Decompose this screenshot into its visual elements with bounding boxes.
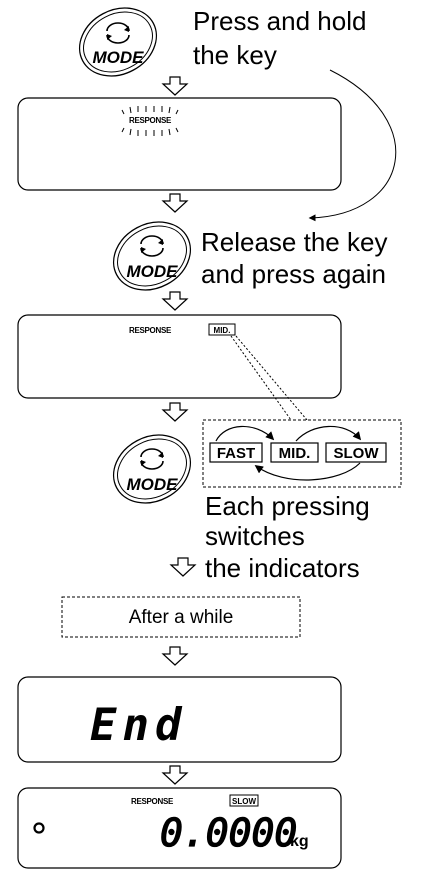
instruction-release-1: Release the key	[201, 227, 387, 257]
forward-arrow-icon	[215, 425, 275, 442]
instruction-each-2: switches	[205, 521, 305, 551]
weight-unit: kg	[290, 833, 309, 850]
instruction-press-hold-1: Press and hold	[193, 6, 366, 36]
mode-key-label: MODE	[127, 262, 179, 281]
svg-text:SLOW: SLOW	[334, 445, 380, 462]
svg-text:FAST: FAST	[217, 445, 255, 462]
svg-text:MID.: MID.	[279, 445, 311, 462]
display-panel-1: RESPONSE	[17, 97, 342, 191]
down-arrow-icon	[162, 76, 188, 96]
display-panel-final: RESPONSE SLOW 0.0000 kg	[17, 787, 342, 869]
display-panel-2: RESPONSE MID.	[17, 314, 342, 399]
mode-key-1[interactable]: MODE	[68, 0, 169, 89]
response-indicator: RESPONSE	[129, 326, 172, 335]
option-fast: FAST	[209, 442, 263, 463]
flash-marks	[121, 106, 179, 136]
end-text: End	[90, 700, 187, 751]
down-arrow-icon	[162, 402, 188, 422]
dotted-connector	[230, 335, 292, 421]
forward-arrow-icon	[295, 425, 362, 442]
mode-key-label: MODE	[127, 475, 179, 494]
after-while-label: After a while	[129, 607, 234, 628]
down-arrow-icon	[162, 291, 188, 311]
instruction-release-2: and press again	[201, 259, 386, 289]
instruction-each-1: Each pressing	[205, 491, 370, 521]
mode-key-2[interactable]: MODE	[102, 209, 203, 303]
stable-mark-icon	[33, 822, 45, 834]
instruction-press-hold-2: the key	[193, 40, 277, 70]
display-panel-end: End	[17, 676, 342, 763]
back-arrow-icon	[254, 462, 361, 481]
response-indicator: RESPONSE	[129, 116, 172, 125]
weight-reading: 0.0000	[160, 811, 297, 855]
slow-badge: SLOW	[229, 794, 259, 807]
mid-badge: MID.	[208, 323, 236, 336]
options-box: FAST MID. SLOW	[202, 419, 402, 488]
mode-key-label: MODE	[93, 48, 145, 67]
option-slow: SLOW	[325, 442, 387, 463]
down-arrow-icon	[162, 646, 188, 666]
svg-text:MID.: MID.	[214, 326, 231, 335]
response-indicator: RESPONSE	[131, 797, 174, 806]
svg-text:SLOW: SLOW	[232, 797, 256, 806]
down-arrow-icon	[170, 557, 196, 577]
down-arrow-icon	[162, 193, 188, 213]
after-while-box: After a while	[61, 596, 301, 638]
option-mid: MID.	[270, 442, 319, 463]
mode-key-3[interactable]: MODE	[102, 422, 203, 516]
down-arrow-icon	[162, 765, 188, 785]
curved-arrow-icon	[308, 69, 397, 222]
instruction-each-3: the indicators	[205, 553, 360, 583]
